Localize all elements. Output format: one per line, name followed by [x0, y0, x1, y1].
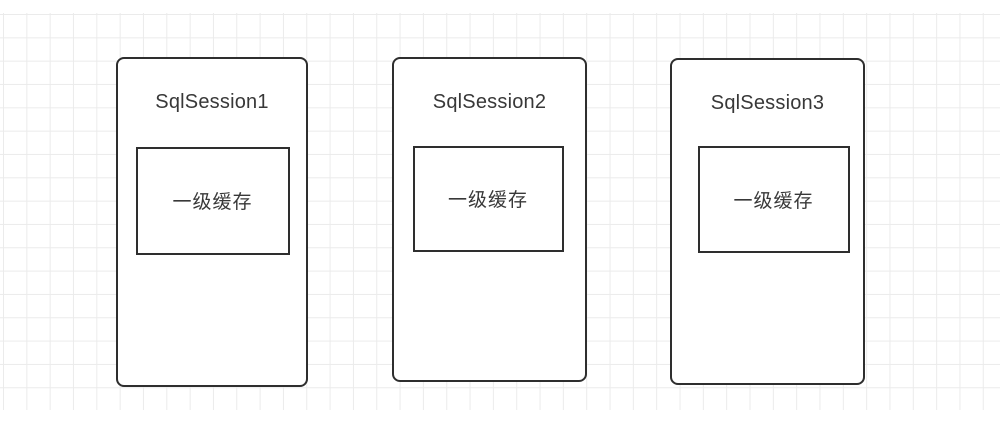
session-title: SqlSession1 [155, 91, 269, 113]
sqlsession1-box: SqlSession1 一级缓存 [116, 57, 308, 387]
session-title: SqlSession2 [432, 91, 547, 113]
sqlsession2-box: SqlSession2 一级缓存 [392, 57, 587, 382]
session-title: SqlSession3 [710, 92, 825, 114]
first-level-cache-box: 一级缓存 [697, 145, 850, 253]
cache-label: 一级缓存 [172, 192, 253, 213]
first-level-cache-box: 一级缓存 [135, 146, 290, 255]
cache-label: 一级缓存 [733, 190, 814, 212]
sqlsession3-box: SqlSession3 一级缓存 [670, 58, 865, 385]
first-level-cache-box: 一级缓存 [412, 145, 564, 252]
cache-label: 一级缓存 [447, 190, 528, 211]
